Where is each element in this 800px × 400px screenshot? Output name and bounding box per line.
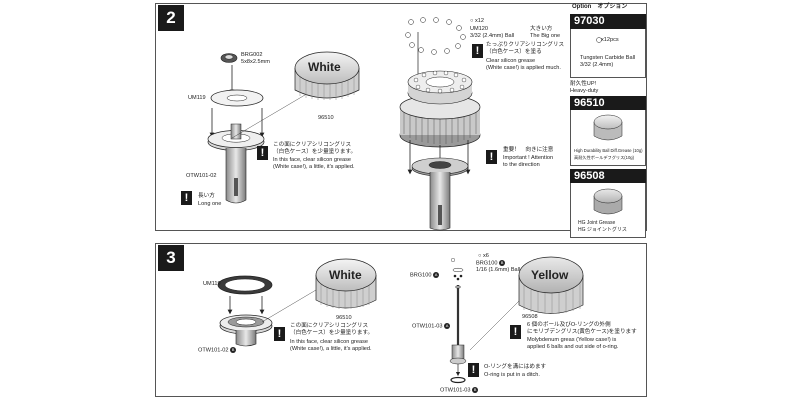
moly-en2: applied 6 balls and out side of o-ring. xyxy=(527,344,619,350)
step3-jar1-code: 96510 xyxy=(336,315,352,321)
step2-balls-size: 3/32 (2.4mm) Ball xyxy=(470,33,515,39)
um120-balls-step2 xyxy=(405,17,466,55)
step2-balls-qty: ○ x12 xyxy=(470,18,484,24)
step3-balls-code: BRG100 B xyxy=(476,260,506,267)
um119-washer-step2 xyxy=(210,89,264,107)
much-jp2: （白色ケース）を塗る xyxy=(486,49,542,55)
white-grease-jar-step3 xyxy=(315,258,377,309)
step2-balls-code: UM120 xyxy=(470,26,489,32)
moly-jp1: 6 個のボール及びO-リングの外側 xyxy=(527,322,611,328)
step2-warn-much: ! xyxy=(472,44,483,58)
option-96508-name-jp: HG ジョイントグリス xyxy=(578,227,627,233)
option-title: Option オプション xyxy=(572,4,628,10)
step2-um119-label: UM119 xyxy=(188,95,206,101)
oring-jp: O-リングを溝にはめます xyxy=(484,364,547,370)
step2-grease-en2: (White case!), a little, it's applied. xyxy=(273,164,355,170)
step3-otw101-03-mid-label: OTW101-03 A xyxy=(412,323,451,330)
option-96508-name-en: HG Joint Grease xyxy=(578,220,616,226)
option-96510-jar xyxy=(593,114,623,141)
step3-jar1-label: White xyxy=(329,268,362,282)
step2-grease-jp1: この面にクリアシリコングリス xyxy=(273,142,352,148)
direction-jp: 重要！ 向きに注意 xyxy=(503,147,554,153)
option-96510-name-en: High Durability Ball Diff.Grease (10g) xyxy=(574,148,643,153)
oring-step3 xyxy=(450,376,466,384)
step3-grease-en2: (White case!), a little, it's applied. xyxy=(290,346,372,352)
otw101-03-shaft xyxy=(449,285,467,365)
option-96510-code: 96510 xyxy=(570,96,646,110)
step2-jar-label: White xyxy=(308,60,341,74)
brg002-code: BRG002 xyxy=(241,52,263,58)
step3-jar2-code: 96508 xyxy=(522,314,538,320)
step2-number: 2 xyxy=(158,5,184,31)
brg002-size: 5x8x2.5mm xyxy=(241,59,270,65)
option-96508-code: 96508 xyxy=(570,169,646,183)
option-97030-name: Tungsten Carbide Ball xyxy=(580,55,636,61)
step2-grease-jp2: （白色ケース）を少量塗ります。 xyxy=(273,149,357,155)
step2-warn-long: ! xyxy=(181,191,192,205)
step3-balls-size: 1/16 (1.6mm) Ball xyxy=(476,267,521,273)
um119-washer-step3 xyxy=(217,275,273,295)
oring-en: O-ring is put in a ditch. xyxy=(484,372,540,378)
white-grease-jar-step2 xyxy=(294,51,360,100)
step2-warn-direction: ! xyxy=(486,150,497,164)
step2-jar-code: 96510 xyxy=(318,115,334,121)
option-97030-note-jp: 耐久性UP! xyxy=(570,81,597,87)
step3-grease-en1: In this face, clear silicon grease xyxy=(290,339,369,345)
option-96510-name-jp: 高耐久性ボールデフグリス(10g) xyxy=(574,155,635,160)
moly-en1: Molybdenum greas (Yellow case!) is xyxy=(527,337,617,343)
long-one-jp: 長い方 xyxy=(198,193,215,199)
option-97030-note-en: Heavy-duty xyxy=(570,88,599,94)
much-en2: (White case!) is applied much. xyxy=(486,65,561,71)
step2-grease-en1: In this face, clear silicon grease xyxy=(273,157,352,163)
brg100-balls-step3 xyxy=(451,258,464,281)
diff-gear-step2 xyxy=(399,70,481,148)
step2-warn-grease: ! xyxy=(257,146,268,160)
option-ball-icon xyxy=(596,37,602,43)
step3-otw101-02-label: OTW101-02 B xyxy=(198,347,237,354)
step3-um119-label: UM119 xyxy=(203,281,221,287)
big-one-en: The Big one xyxy=(530,33,561,39)
otw101-outdrive-big-step2 xyxy=(411,157,469,231)
step3-otw101-03-bot-label: OTW101-03 B xyxy=(440,387,479,394)
big-one-jp: 大きい方 xyxy=(530,26,553,32)
step3-warn-oring: ! xyxy=(468,363,479,377)
long-one-en: Long one xyxy=(198,201,222,207)
step3-number: 3 xyxy=(158,245,184,271)
option-97030-code: 97030 xyxy=(570,14,646,29)
much-en1: Clear silicon grease xyxy=(486,58,536,64)
direction-en1: Important ! Attention xyxy=(503,155,554,161)
much-jp1: たっぷりクリアシリコングリス xyxy=(486,42,565,48)
yellow-grease-jar-step3 xyxy=(518,256,584,314)
moly-jp2: にモリブデングリス(黄色ケース)を塗ります xyxy=(527,329,637,335)
step3-warn-moly: ! xyxy=(510,325,521,339)
option-97030-size: 3/32 (2.4mm) xyxy=(580,62,614,68)
otw101-02-outdrive-step3 xyxy=(219,314,273,347)
step3-jar2-label: Yellow xyxy=(531,268,569,282)
step3-grease-jp1: この面にクリアシリコングリス xyxy=(290,323,369,329)
option-96508-jar xyxy=(593,188,623,215)
otw101-02-outdrive-step2 xyxy=(207,123,265,204)
step2-otw101-02-label: OTW101-02 xyxy=(186,173,217,179)
step3-warn-grease: ! xyxy=(274,327,285,341)
step3-balls-qty: ○ x6 xyxy=(478,253,489,259)
brg002-bearing xyxy=(220,53,238,63)
direction-en2: to the direction xyxy=(503,162,540,168)
step3-grease-jp2: （白色ケース）を少量塗ります。 xyxy=(290,330,374,336)
step3-brg100-label: BRG100 A xyxy=(410,272,440,279)
